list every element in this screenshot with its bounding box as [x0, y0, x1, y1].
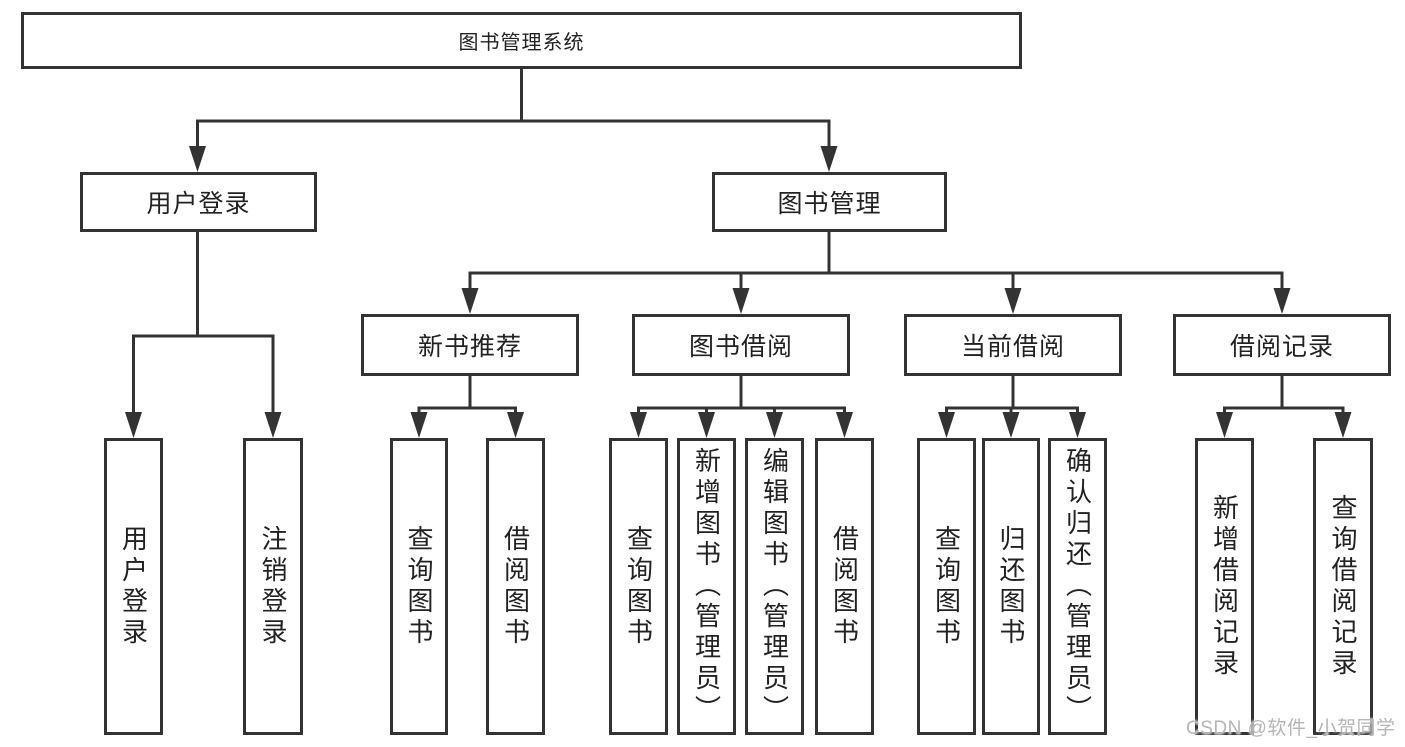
leaf-borrowing-borrow-books: 借阅图书 [815, 438, 874, 735]
leaf-borrowing-edit-books-admin: 编辑图书（管理员） [745, 438, 804, 735]
leaf-borrowing-add-books-admin: 新增图书（管理员） [677, 438, 736, 735]
node-user-login-module: 用户登录 [80, 172, 317, 232]
node-new-book-recommend: 新书推荐 [361, 314, 579, 376]
leaf-records-add-record: 新增借阅记录 [1195, 438, 1254, 735]
node-root-system: 图书管理系统 [21, 12, 1022, 69]
leaf-user-login: 用户登录 [104, 438, 163, 735]
leaf-current-confirm-return-admin: 确认归还（管理员） [1048, 438, 1107, 735]
edge-userlogin-to-leaves [132, 232, 275, 416]
leaf-borrowing-search-books: 查询图书 [609, 438, 668, 735]
edge-records-to-leaves [1223, 376, 1345, 416]
edge-root-to-level2 [196, 69, 831, 150]
arrowheads [125, 146, 1352, 438]
edge-newbooks-to-leaves [417, 376, 517, 416]
node-current-borrowing: 当前借阅 [904, 314, 1122, 376]
node-borrowing-records: 借阅记录 [1173, 314, 1391, 376]
leaf-logout: 注销登录 [243, 438, 303, 735]
node-book-borrowing: 图书借阅 [632, 314, 850, 376]
leaf-current-search-books: 查询图书 [917, 438, 976, 735]
leaf-newbooks-borrow-books: 借阅图书 [486, 438, 545, 735]
edge-borrowing-to-leaves [637, 376, 846, 416]
edge-bookmgmt-to-level3 [468, 232, 1284, 292]
leaf-current-return-books: 归还图书 [982, 438, 1040, 735]
csdn-watermark: CSDN @软件_小贺同学 [1186, 718, 1396, 739]
leaf-newbooks-search-books: 查询图书 [390, 438, 448, 735]
node-book-management-module: 图书管理 [712, 172, 947, 232]
edge-current-to-leaves [945, 376, 1079, 416]
leaf-records-search-record: 查询借阅记录 [1313, 438, 1373, 735]
